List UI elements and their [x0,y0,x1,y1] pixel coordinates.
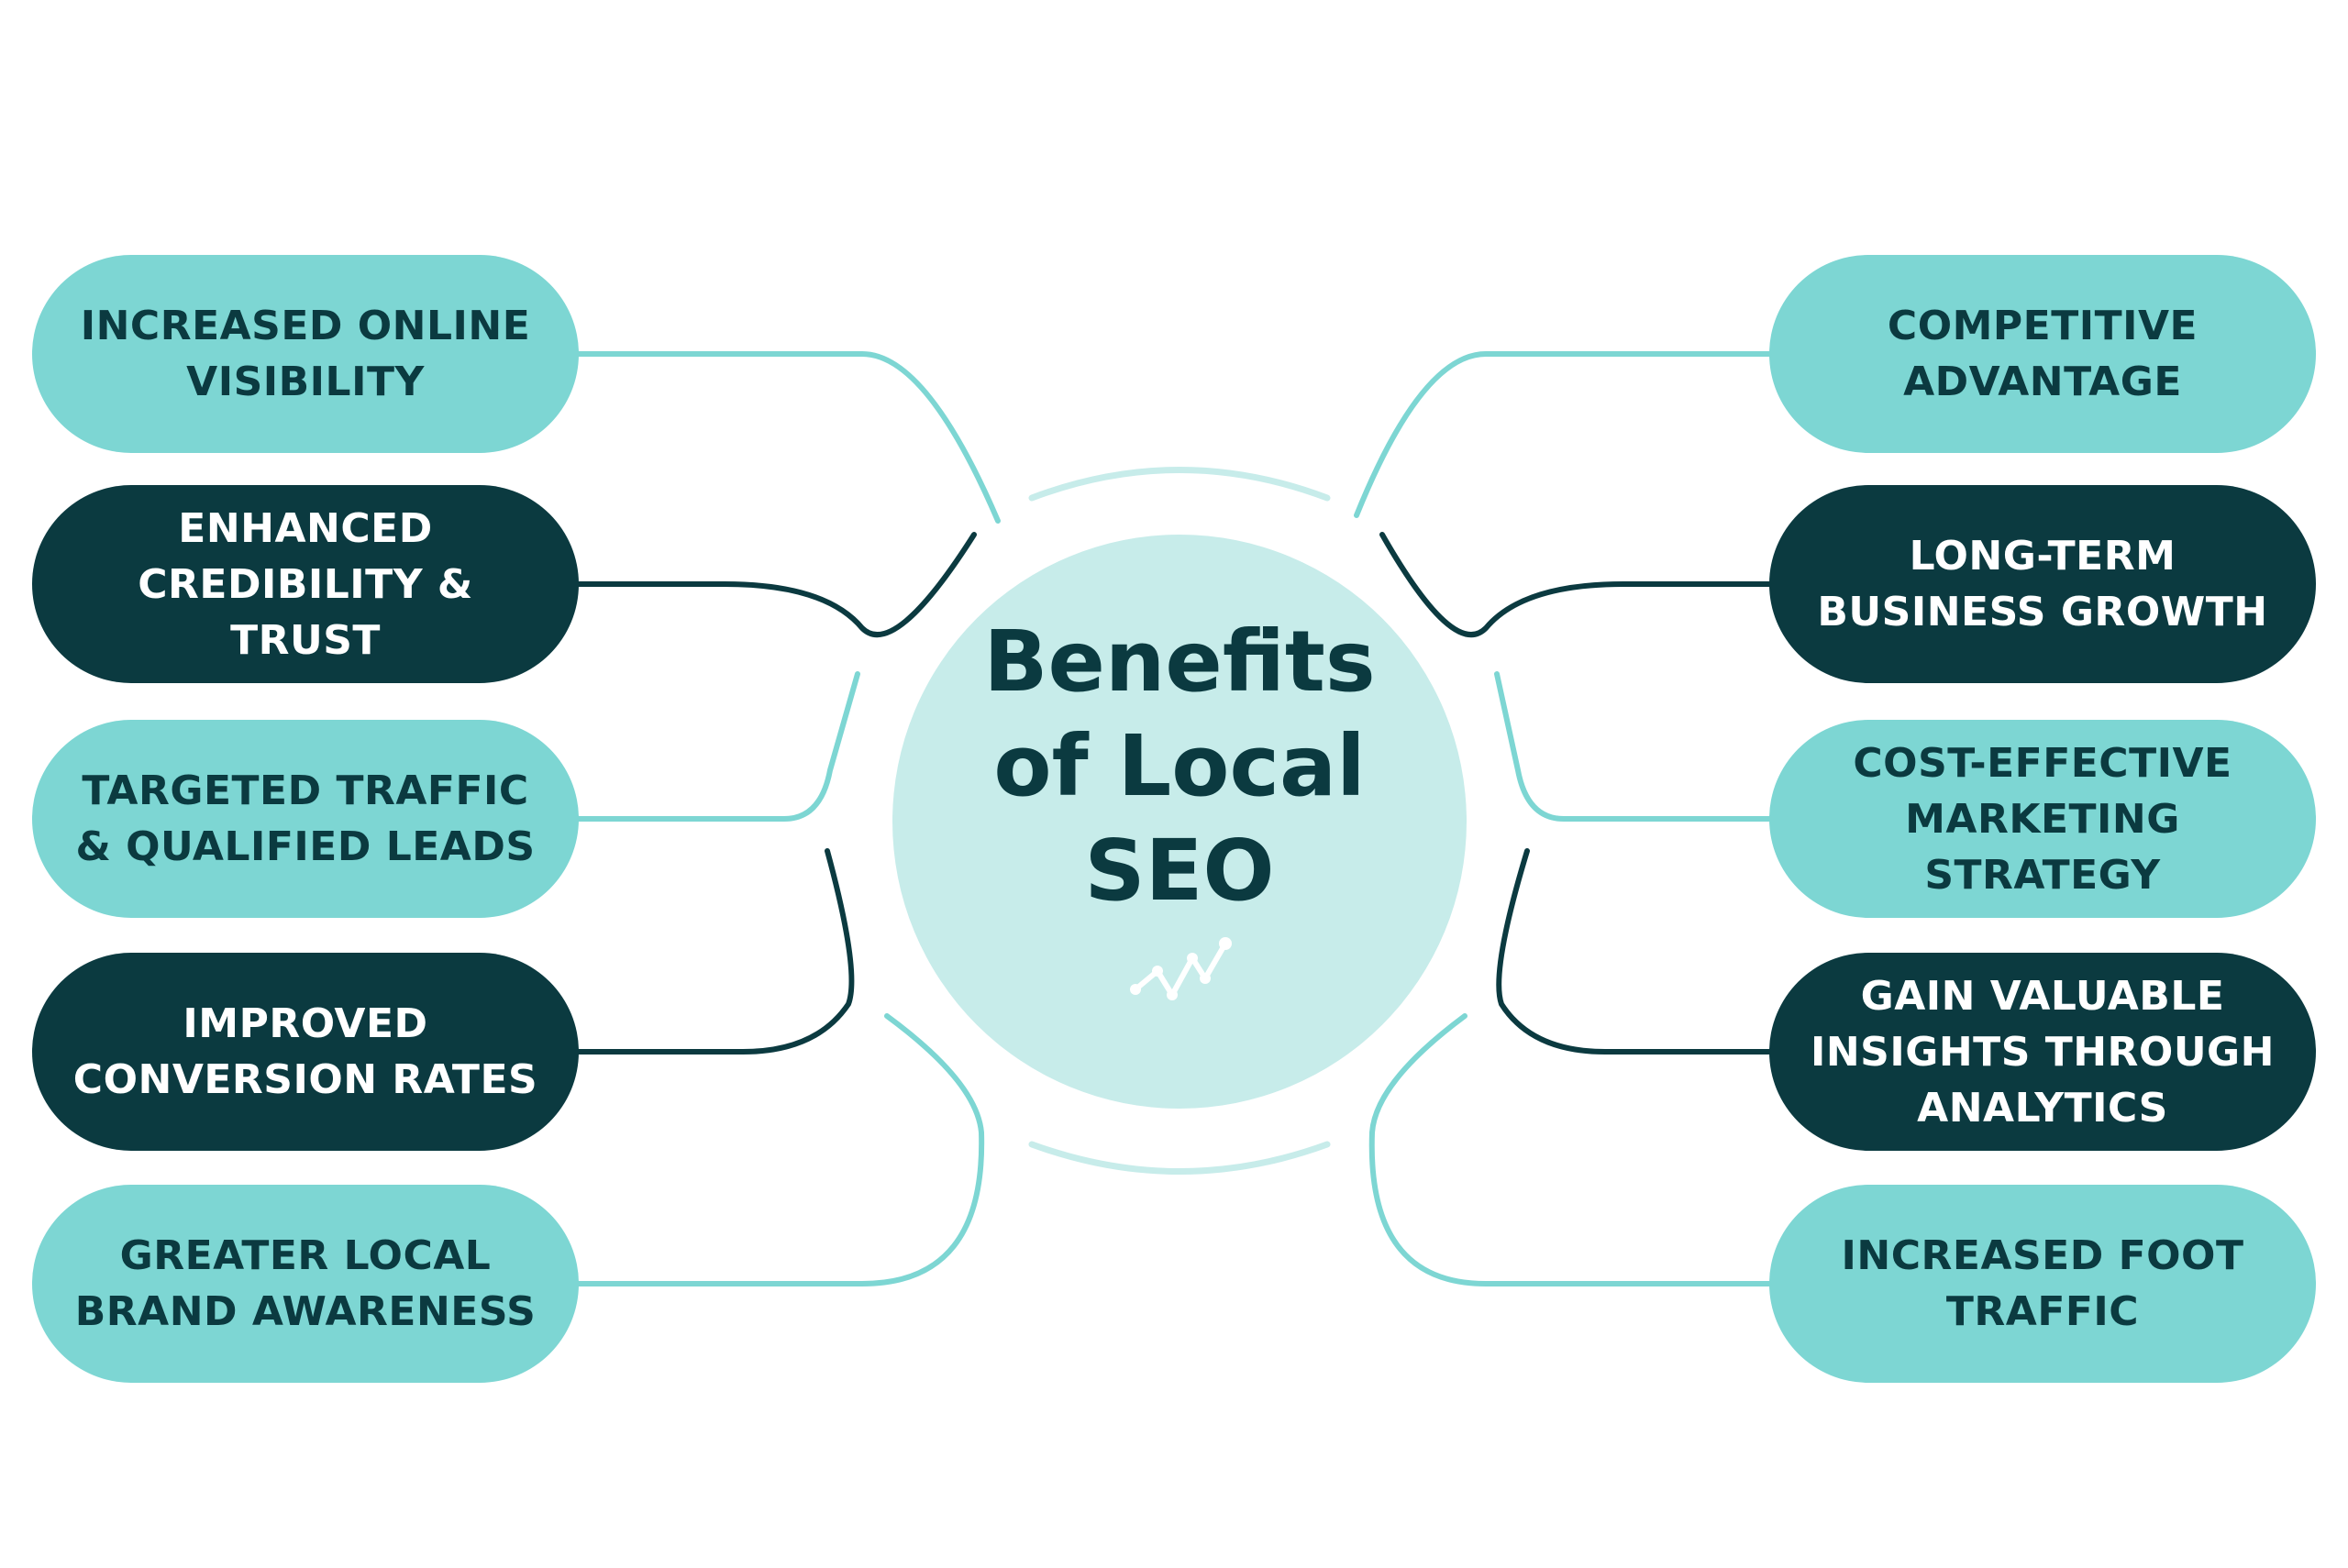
benefit-label: TARGETED TRAFFIC & QUALIFIED LEADS [75,767,536,870]
connector-right-4 [1496,848,1773,1055]
hub-title: Benefits of Local SEO [983,613,1376,920]
connector-left-5 [575,1013,985,1286]
connector-left-1 [575,351,1001,524]
benefit-label: INCREASED FOOT TRAFFIC [1841,1232,2244,1335]
connector-left-2 [575,532,977,638]
benefit-label: ENHANCED CREDIBILITY & TRUST [138,504,473,664]
benefit-pill-improved-conversion-rates: IMPROVED CONVERSION RATES [32,953,579,1151]
benefit-label: GAIN VALUABLE INSIGHTS THROUGH ANALYTICS [1810,972,2275,1132]
connector-right-2 [1379,532,1773,638]
connector-right-5 [1368,1013,1773,1286]
benefit-label: LONG-TERM BUSINESS GROWTH [1817,533,2268,635]
benefit-pill-analytics-insights: GAIN VALUABLE INSIGHTS THROUGH ANALYTICS [1769,953,2316,1151]
connector-left-4 [575,848,855,1055]
connector-right-3 [1494,671,1773,822]
hub-circle: Benefits of Local SEO [892,535,1467,1109]
connector-right-1 [1354,351,1773,518]
benefit-pill-cost-effective-marketing: COST-EFFECTIVE MARKETING STRATEGY [1769,720,2316,918]
connector-left-3 [575,671,860,822]
benefit-label: COMPETITIVE ADVANTAGE [1887,303,2198,405]
benefit-label: GREATER LOCAL BRAND AWARENESS [74,1232,537,1335]
bottom-arc [1028,1141,1331,1175]
benefit-label: COST-EFFECTIVE MARKETING STRATEGY [1853,739,2232,899]
trend-line-icon [1130,937,1232,1000]
benefit-pill-increased-online-visibility: INCREASED ONLINE VISIBILITY [32,255,579,453]
benefit-label: INCREASED ONLINE VISIBILITY [80,303,531,405]
benefit-pill-targeted-traffic-leads: TARGETED TRAFFIC & QUALIFIED LEADS [32,720,579,918]
benefit-label: IMPROVED CONVERSION RATES [72,1000,538,1103]
benefit-pill-increased-foot-traffic: INCREASED FOOT TRAFFIC [1769,1185,2316,1383]
top-arc [1028,467,1331,502]
benefit-pill-greater-local-brand-awareness: GREATER LOCAL BRAND AWARENESS [32,1185,579,1383]
benefit-pill-enhanced-credibility-trust: ENHANCED CREDIBILITY & TRUST [32,485,579,683]
benefit-pill-competitive-advantage: COMPETITIVE ADVANTAGE [1769,255,2316,453]
benefit-pill-long-term-business-growth: LONG-TERM BUSINESS GROWTH [1769,485,2316,683]
